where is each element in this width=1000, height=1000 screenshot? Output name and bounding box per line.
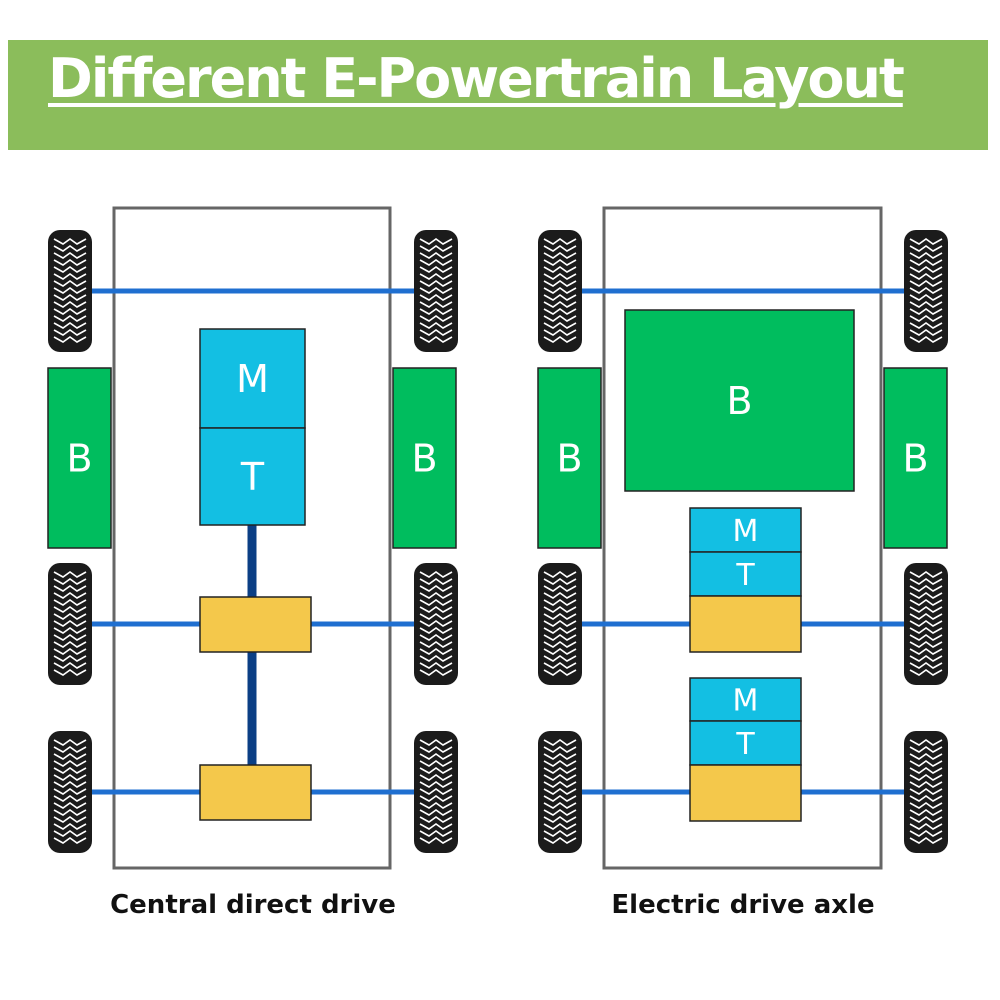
tire-left-front-outer <box>48 230 92 352</box>
tire-left-middle-inner-tread <box>419 571 453 676</box>
tire-right-rear-inner-tread <box>909 739 943 844</box>
battery-right-inner-label: B <box>902 437 928 481</box>
battery-center-right: B <box>624 309 855 492</box>
tire-right-middle-inner-body <box>904 563 948 685</box>
transmission-rear-axle-label: T <box>735 727 755 762</box>
differential-rear-right-shape <box>689 764 802 822</box>
transmission-middle-axle-label: T <box>735 558 755 593</box>
tire-right-middle-outer-tread <box>543 571 577 676</box>
caption-central-direct-drive: Central direct drive <box>110 890 396 920</box>
tire-left-front-inner-body <box>414 230 458 352</box>
tire-right-rear-inner-body <box>904 731 948 853</box>
battery-right-inner: B <box>883 367 948 549</box>
transmission-middle-axle: T <box>689 551 802 597</box>
battery-left-outer-shape <box>47 367 112 549</box>
differential-middle-right <box>689 595 802 653</box>
tire-left-rear-inner <box>414 731 458 853</box>
tire-right-middle-outer-body <box>538 563 582 685</box>
battery-center-right-shape <box>624 309 855 492</box>
tire-left-front-outer-body <box>48 230 92 352</box>
motor-central-shape <box>199 328 306 429</box>
battery-left-outer: B <box>47 367 112 549</box>
battery-right-inner-shape <box>883 367 948 549</box>
tire-left-middle-outer-body <box>48 563 92 685</box>
tire-left-front-inner <box>414 230 458 352</box>
differential-middle-right-shape <box>689 595 802 653</box>
tire-left-rear-inner-tread <box>419 739 453 844</box>
chassis-outline-right <box>602 206 883 870</box>
tire-left-front-inner-tread <box>419 238 453 343</box>
transmission-central-shape <box>199 427 306 526</box>
chassis-outline-left <box>112 206 392 870</box>
battery-left-inner-shape <box>392 367 457 549</box>
tire-right-front-inner <box>904 230 948 352</box>
tire-left-rear-outer-body <box>48 731 92 853</box>
tire-left-rear-outer <box>48 731 92 853</box>
transmission-rear-axle: T <box>689 720 802 766</box>
transmission-rear-axle-shape <box>689 720 802 766</box>
tire-left-rear-outer-tread <box>53 739 87 844</box>
tire-right-middle-inner <box>904 563 948 685</box>
tire-right-rear-inner <box>904 731 948 853</box>
tire-right-front-outer <box>538 230 582 352</box>
tire-left-middle-outer <box>48 563 92 685</box>
transmission-central-label: T <box>240 455 265 499</box>
battery-left-inner-label: B <box>411 437 437 481</box>
tire-right-middle-inner-tread <box>909 571 943 676</box>
caption-electric-drive-axle: Electric drive axle <box>611 890 875 920</box>
tire-right-middle-outer <box>538 563 582 685</box>
tire-right-front-outer-tread <box>543 238 577 343</box>
differential-middle-left <box>199 596 312 653</box>
tire-right-front-outer-body <box>538 230 582 352</box>
motor-middle-axle-shape <box>689 507 802 553</box>
tire-left-rear-inner-body <box>414 731 458 853</box>
motor-central-label: M <box>236 357 269 401</box>
tire-right-rear-outer <box>538 731 582 853</box>
differential-rear-right <box>689 764 802 822</box>
title-banner <box>8 40 988 150</box>
motor-rear-axle: M <box>689 677 802 722</box>
battery-left-inner: B <box>392 367 457 549</box>
battery-right-outer-shape <box>537 367 602 549</box>
tire-right-front-inner-body <box>904 230 948 352</box>
tire-right-rear-outer-body <box>538 731 582 853</box>
motor-middle-axle-label: M <box>733 514 759 549</box>
page-title: Different E-Powertrain Layout <box>48 47 905 110</box>
differential-rear-left <box>199 764 312 821</box>
motor-middle-axle: M <box>689 507 802 553</box>
tire-right-rear-outer-tread <box>543 739 577 844</box>
tire-left-middle-inner-body <box>414 563 458 685</box>
tire-right-front-inner-tread <box>909 238 943 343</box>
motor-central: M <box>199 328 306 429</box>
differential-rear-left-shape <box>199 764 312 821</box>
battery-left-outer-label: B <box>66 437 92 481</box>
tire-left-middle-inner <box>414 563 458 685</box>
tire-left-front-outer-tread <box>53 238 87 343</box>
tire-left-middle-outer-tread <box>53 571 87 676</box>
battery-right-outer-label: B <box>556 437 582 481</box>
differential-middle-left-shape <box>199 596 312 653</box>
battery-center-right-label: B <box>726 379 752 423</box>
motor-rear-axle-label: M <box>733 683 759 718</box>
transmission-central: T <box>199 427 306 526</box>
transmission-middle-axle-shape <box>689 551 802 597</box>
motor-rear-axle-shape <box>689 677 802 722</box>
battery-right-outer: B <box>537 367 602 549</box>
